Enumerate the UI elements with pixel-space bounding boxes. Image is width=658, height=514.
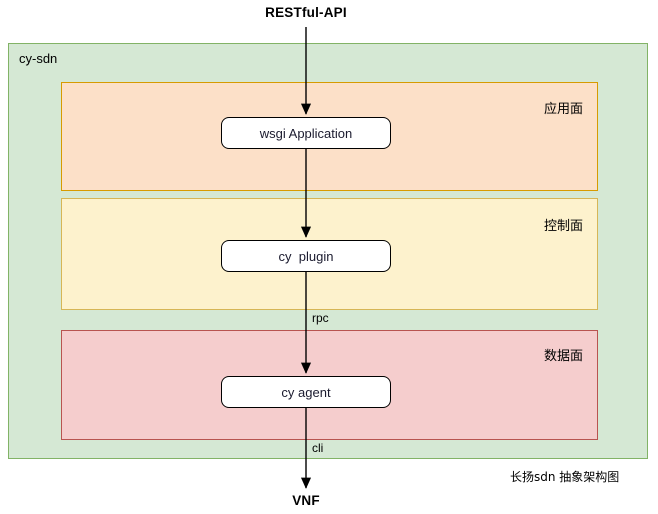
plane-data-label: 数据面 (543, 349, 583, 364)
edge-label-rpc: rpc (312, 311, 329, 325)
node-wsgi-application[interactable]: wsgi Application (221, 117, 391, 149)
edge-label-cli: cli (312, 441, 324, 455)
plane-application-label: 应用面 (543, 102, 583, 117)
vnf-label: VNF (292, 493, 320, 508)
diagram-caption: 长扬sdn 抽象架构图 (510, 470, 620, 484)
restful-api-label: RESTful-API (265, 5, 347, 20)
node-cy-agent[interactable]: cy agent (221, 376, 391, 408)
cy-sdn-label: cy-sdn (19, 51, 58, 66)
node-cy-plugin[interactable]: cy plugin (221, 240, 391, 272)
plane-control-label: 控制面 (543, 219, 583, 234)
